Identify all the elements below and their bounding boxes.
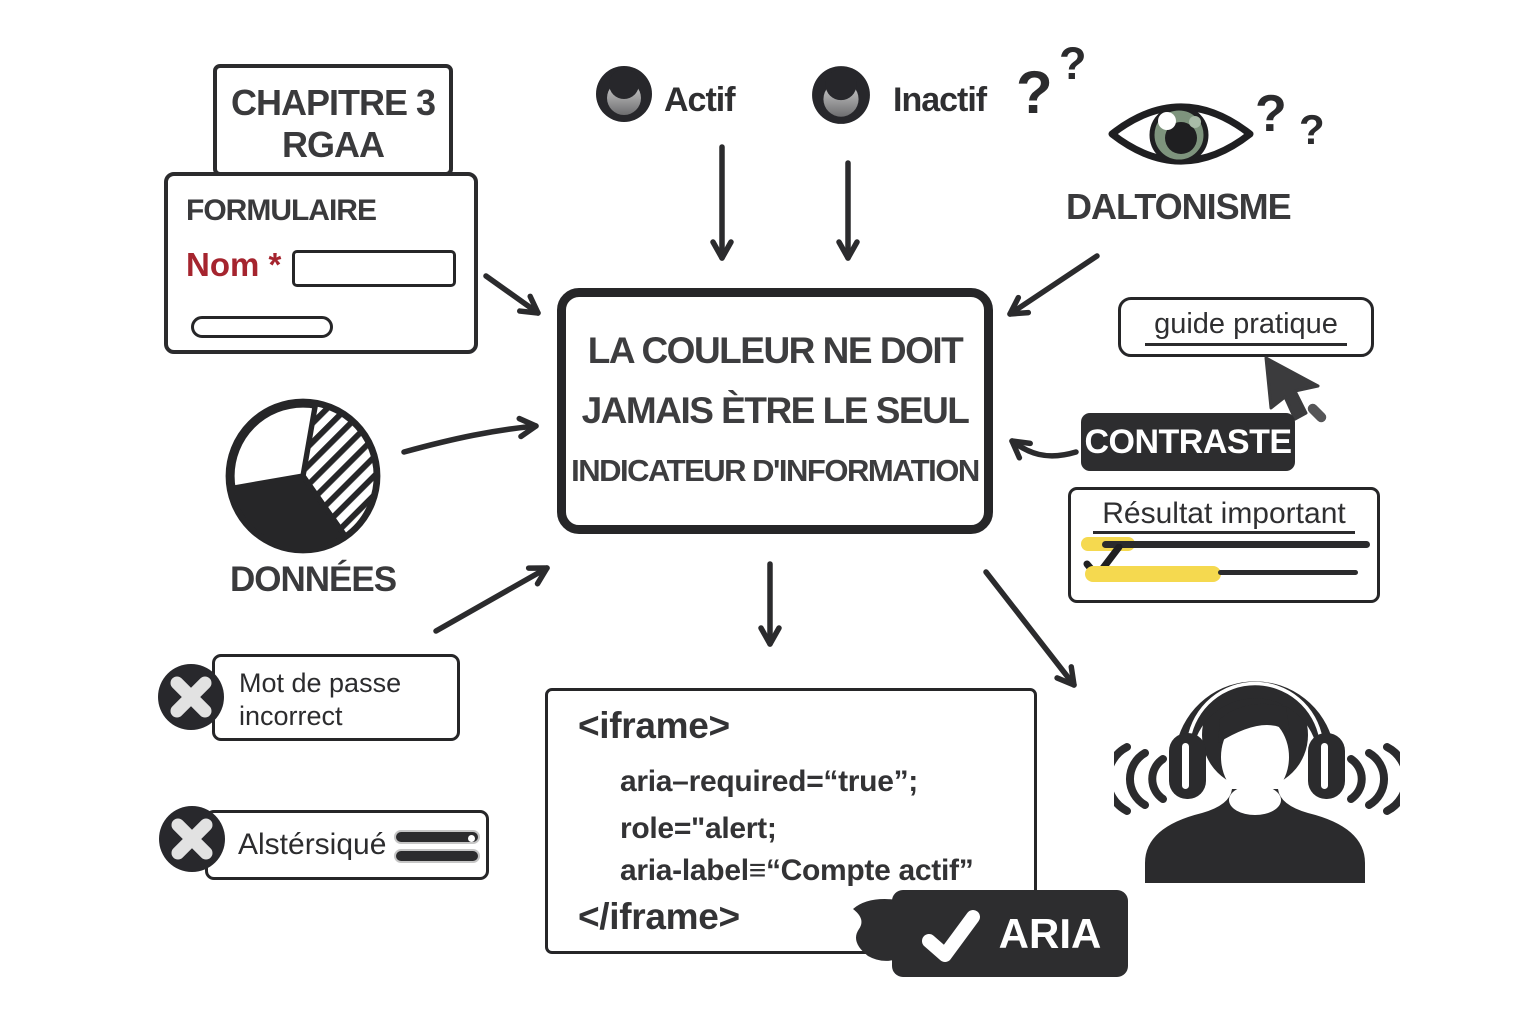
asterisk-error-card: Alstérsiqué bbox=[205, 810, 489, 880]
toggle-dot bbox=[468, 834, 475, 842]
actif-label: Actif bbox=[664, 81, 736, 119]
error-x-icon bbox=[159, 806, 225, 872]
eye-icon bbox=[1108, 103, 1254, 165]
text-line-1 bbox=[1102, 541, 1370, 548]
code-line-aria-required: aria–required=“true”; bbox=[620, 765, 918, 798]
name-input-field bbox=[292, 250, 456, 287]
aria-badge-label: ARIA bbox=[998, 909, 1102, 957]
contraste-label: CONTRASTE bbox=[1084, 422, 1292, 461]
inactif-question-mark-1: ? bbox=[1016, 59, 1053, 126]
chapitre-card: CHAPITRE 3 RGAA bbox=[213, 64, 453, 176]
aria-badge-tail bbox=[853, 899, 898, 961]
code-line-aria-label: aria-label≡“Compte actif” bbox=[620, 854, 974, 887]
guide-pratique-label: guide pratique bbox=[1145, 308, 1347, 346]
central-message-line1: LA COULEUR NE DOIT bbox=[587, 330, 964, 371]
check-icon bbox=[921, 909, 980, 962]
daltonisme-question-mark-1: ? bbox=[1255, 85, 1287, 143]
headphones-user-icon bbox=[1114, 681, 1400, 883]
secondary-input-field bbox=[191, 316, 333, 338]
password-error-line1: Mot de passe bbox=[239, 668, 402, 698]
chapitre-title-line2: RGAA bbox=[282, 124, 385, 165]
central-message-line2: JAMAIS ÈTRE LE SEUL bbox=[581, 390, 970, 431]
password-error-card: Mot de passe incorrect bbox=[212, 654, 460, 741]
guide-pratique-link-box: guide pratique bbox=[1118, 297, 1374, 357]
code-line-role: role="alert; bbox=[620, 812, 777, 845]
highlight-mark-2 bbox=[1085, 566, 1221, 582]
form-title: FORMULAIRE bbox=[186, 194, 377, 227]
asterisk-error-label: Alstérsiqué bbox=[238, 828, 387, 861]
status-dot-inactif-icon bbox=[812, 66, 870, 124]
daltonisme-label: DALTONISME bbox=[1066, 186, 1292, 227]
required-field-label: Nom * bbox=[186, 246, 282, 283]
contraste-badge: CONTRASTE bbox=[1081, 413, 1295, 471]
resultat-title: Résultat important bbox=[1093, 497, 1355, 534]
status-dot-actif-icon bbox=[596, 66, 652, 122]
pie-chart-icon bbox=[225, 398, 381, 554]
cursor-icon bbox=[1264, 356, 1327, 423]
donnees-label: DONNÉES bbox=[230, 560, 397, 599]
form-card: FORMULAIRE Nom * bbox=[164, 172, 478, 354]
inactif-label: Inactif bbox=[893, 81, 987, 119]
central-message-line3: INDICATEUR D'INFORMATION bbox=[571, 453, 980, 488]
code-open-tag: <iframe> bbox=[578, 705, 730, 746]
daltonisme-question-mark-2: ? bbox=[1299, 106, 1325, 153]
aria-badge: ARIA bbox=[892, 890, 1128, 977]
code-close-tag: </iframe> bbox=[578, 896, 740, 937]
text-line-2 bbox=[1218, 570, 1358, 575]
inactif-question-mark-2: ? bbox=[1059, 38, 1087, 89]
password-error-line2: incorrect bbox=[239, 701, 343, 731]
chapitre-title-line1: CHAPITRE 3 bbox=[230, 82, 436, 123]
resultat-important-card: Résultat important bbox=[1068, 487, 1380, 603]
central-message-box: LA COULEUR NE DOIT JAMAIS ÈTRE LE SEUL I… bbox=[557, 288, 993, 534]
error-x-icon bbox=[158, 664, 224, 730]
